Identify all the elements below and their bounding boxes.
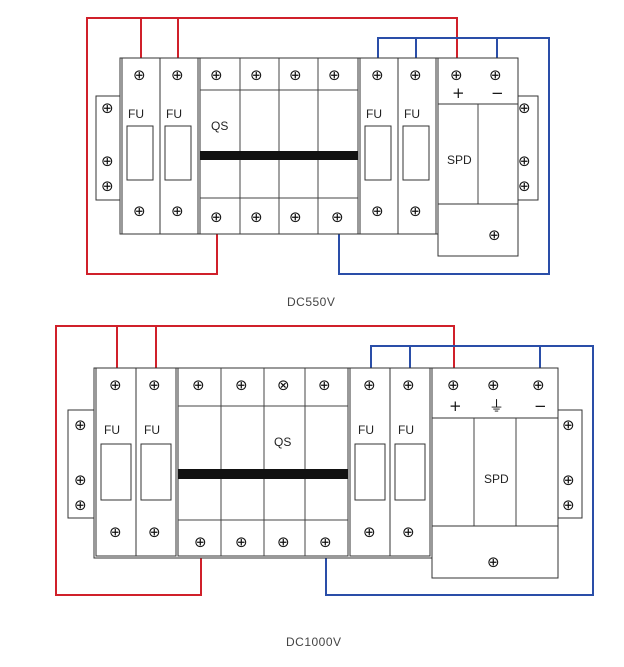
screw-terminal-icon: ⊕ <box>447 376 460 394</box>
screw-terminal-icon: ⊕ <box>133 66 146 84</box>
switch-handle-bar <box>200 151 358 160</box>
fuse-label: FU <box>404 107 420 121</box>
screw-terminal-icon: ⊕ <box>277 533 290 551</box>
screw-terminal-icon: ⊕ <box>363 376 376 394</box>
screw-terminal-icon: ⊕ <box>210 66 223 84</box>
fuse-label: FU <box>358 423 374 437</box>
screw-terminal-icon: ⊕ <box>409 66 422 84</box>
screw-terminal-icon: ⊕ <box>148 376 161 394</box>
fuse-module: ⊕ FU ⊕ <box>159 57 199 235</box>
diagram-dc550v: ⊕ ⊕ ⊕ ⊕ ⊕ ⊕ ⊕ FU ⊕ ⊕ FU ⊕ <box>86 17 550 309</box>
diagram-dc1000v: ⊕ ⊕ ⊕ ⊕ ⊕ ⊕ ⊕ FU ⊕ ⊕ FU ⊕ <box>55 325 594 649</box>
screw-terminal-icon: ⊕ <box>171 202 184 220</box>
switch-label: QS <box>274 435 291 449</box>
screw-terminal-icon: ⊕ <box>363 523 376 541</box>
end-stop-left-top: ⊕ ⊕ ⊕ <box>95 95 121 201</box>
screw-terminal-icon: ⊕ <box>450 66 463 84</box>
screw-terminal-icon: ⊕ <box>101 99 114 117</box>
screw-terminal-icon: ⊕ <box>518 99 531 117</box>
screw-terminal-icon: ⊕ <box>489 66 502 84</box>
spd-label: SPD <box>447 153 472 167</box>
screw-terminal-icon: ⊕ <box>289 208 302 226</box>
screw-terminal-icon: ⊕ <box>331 208 344 226</box>
screw-terminal-icon: ⊕ <box>488 226 501 244</box>
fuse-module: ⊕ FU ⊕ <box>397 57 437 235</box>
screw-terminal-icon: ⊕ <box>518 177 531 195</box>
screw-terminal-icon: ⊕ <box>133 202 146 220</box>
switch-label: QS <box>211 119 228 133</box>
screw-terminal-icon: ⊕ <box>109 523 122 541</box>
fuse-module: ⊕ FU ⊕ <box>95 367 137 557</box>
fuse-label: FU <box>366 107 382 121</box>
screw-terminal-icon: ⊕ <box>562 496 575 514</box>
fuse-module: ⊕ FU ⊕ <box>349 367 391 557</box>
minus-symbol: − <box>534 397 547 415</box>
screw-terminal-icon: ⊕ <box>532 376 545 394</box>
fuse-label: FU <box>166 107 182 121</box>
screw-terminal-icon: ⊕ <box>101 177 114 195</box>
screw-terminal-icon: ⊕ <box>74 471 87 489</box>
plus-symbol: + <box>452 84 465 102</box>
spd-label: SPD <box>484 472 509 486</box>
fuse-module: ⊕ FU ⊕ <box>359 57 399 235</box>
caption-dc550v: DC550V <box>287 295 335 309</box>
screw-terminal-icon: ⊕ <box>192 376 205 394</box>
minus-symbol: − <box>491 84 504 102</box>
ground-icon: ⏚ <box>489 397 504 415</box>
isolator-switch-qs: ⊕ ⊕ ⊗ ⊕ QS ⊕ ⊕ ⊕ ⊕ <box>177 367 349 557</box>
screw-terminal-icon: ⊕ <box>148 523 161 541</box>
screw-terminal-icon: ⊕ <box>235 376 248 394</box>
screw-terminal-icon: ⊕ <box>109 376 122 394</box>
screw-terminal-icon: ⊕ <box>194 533 207 551</box>
screw-terminal-icon: ⊕ <box>250 66 263 84</box>
screw-terminal-icon: ⊕ <box>289 66 302 84</box>
screw-terminal-icon: ⊗ <box>277 376 290 394</box>
screw-terminal-icon: ⊕ <box>371 66 384 84</box>
switch-handle-bar <box>178 469 348 479</box>
surge-protector-spd: ⊕ ⊕ ⊕ + ⏚ − SPD ⊕ <box>431 367 559 579</box>
screw-terminal-icon: ⊕ <box>210 208 223 226</box>
fuse-label: FU <box>128 107 144 121</box>
screw-terminal-icon: ⊕ <box>319 533 332 551</box>
isolator-switch-qs: ⊕ ⊕ ⊕ ⊕ QS ⊕ ⊕ ⊕ ⊕ <box>199 57 359 235</box>
screw-terminal-icon: ⊕ <box>250 208 263 226</box>
screw-terminal-icon: ⊕ <box>74 416 87 434</box>
screw-terminal-icon: ⊕ <box>235 533 248 551</box>
screw-terminal-icon: ⊕ <box>402 523 415 541</box>
end-stop-right-bottom: ⊕ ⊕ ⊕ <box>557 409 583 519</box>
screw-terminal-icon: ⊕ <box>171 66 184 84</box>
screw-terminal-icon: ⊕ <box>402 376 415 394</box>
screw-terminal-icon: ⊕ <box>318 376 331 394</box>
screw-terminal-icon: ⊕ <box>371 202 384 220</box>
surge-protector-spd: ⊕ ⊕ + − SPD ⊕ <box>437 57 519 257</box>
screw-terminal-icon: ⊕ <box>328 66 341 84</box>
fuse-module: ⊕ FU ⊕ <box>121 57 161 235</box>
fuse-module: ⊕ FU ⊕ <box>389 367 431 557</box>
screw-terminal-icon: ⊕ <box>74 496 87 514</box>
screw-terminal-icon: ⊕ <box>487 553 500 571</box>
screw-terminal-icon: ⊕ <box>487 376 500 394</box>
screw-terminal-icon: ⊕ <box>101 152 114 170</box>
fuse-module: ⊕ FU ⊕ <box>135 367 177 557</box>
fuse-label: FU <box>104 423 120 437</box>
screw-terminal-icon: ⊕ <box>562 471 575 489</box>
plus-symbol: + <box>449 397 462 415</box>
end-stop-left-bottom: ⊕ ⊕ ⊕ <box>67 409 95 519</box>
caption-dc1000v: DC1000V <box>286 635 342 649</box>
screw-terminal-icon: ⊕ <box>518 152 531 170</box>
screw-terminal-icon: ⊕ <box>409 202 422 220</box>
fuse-label: FU <box>144 423 160 437</box>
screw-terminal-icon: ⊕ <box>562 416 575 434</box>
fuse-label: FU <box>398 423 414 437</box>
